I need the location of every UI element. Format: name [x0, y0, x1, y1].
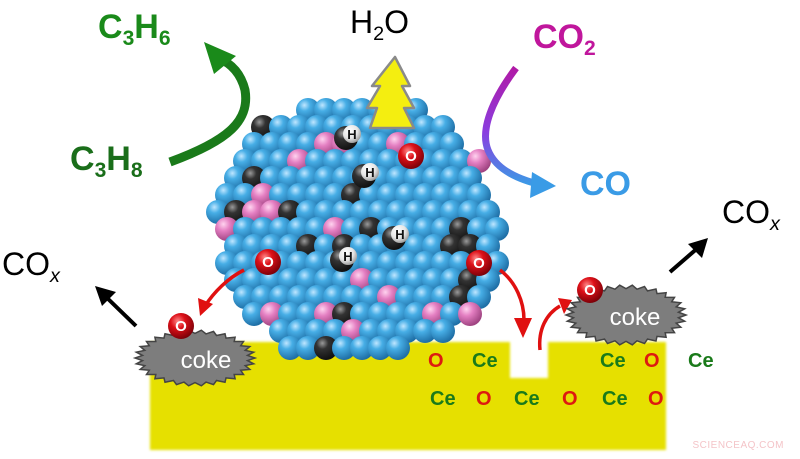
lattice-cerium: Ce [514, 388, 540, 410]
green-arrow-icon [168, 42, 251, 167]
lattice-row-2: Ce O Ce O Ce O [430, 388, 688, 411]
lattice-row-1: O Ce Ce O Ce [428, 350, 732, 373]
oxygen-atom: O [262, 254, 274, 271]
red-arrow-left-icon [198, 268, 245, 316]
label-c3h8: C3H8 [70, 140, 143, 183]
lattice-cerium: Ce [430, 388, 456, 410]
metal-nanoparticle: H H H H O O O [206, 98, 509, 360]
oxygen-atom: O [473, 255, 485, 272]
label-co: CO [580, 165, 631, 203]
label-h2o: H2O [350, 4, 410, 45]
purple-arrow-icon [482, 65, 556, 198]
watermark: SCIENCEAQ.COM [692, 440, 784, 451]
lattice-cerium: Ce [472, 350, 498, 372]
lattice-cerium: Ce [602, 388, 628, 410]
lattice-oxygen: O [476, 388, 492, 410]
lattice-oxygen: O [644, 350, 660, 372]
oxygen-atom-coke-left: O [168, 313, 194, 339]
label-cox-right: COx [722, 194, 780, 235]
oxygen-atom-coke-right: O [577, 277, 603, 303]
lattice-cerium: Ce [600, 350, 626, 372]
hydrogen-atom: H [365, 165, 374, 180]
coke-left-label: coke [181, 347, 232, 374]
yellow-arrow-icon [365, 55, 416, 130]
ceria-substrate [150, 342, 666, 450]
red-arrow-down-icon [498, 268, 532, 338]
black-arrow-right-icon [668, 238, 708, 274]
coke-right-label: coke [610, 304, 661, 331]
hydrogen-atom: H [347, 127, 356, 142]
svg-text:O: O [584, 282, 596, 299]
svg-text:O: O [175, 318, 187, 335]
black-arrow-left-icon [95, 286, 138, 328]
hydrogen-atom: H [395, 227, 404, 242]
label-c3h6: C3H6 [98, 8, 171, 51]
lattice-oxygen: O [648, 388, 664, 410]
lattice-cerium: Ce [688, 350, 714, 372]
hydrogen-atom: H [343, 249, 352, 264]
lattice-oxygen: O [562, 388, 578, 410]
label-co2: CO2 [533, 18, 596, 61]
coke-left [132, 329, 258, 387]
oxygen-atom: O [405, 148, 417, 165]
red-arrow-up-icon [537, 298, 572, 351]
lattice-oxygen: O [428, 350, 444, 372]
label-cox-left: COx [2, 246, 60, 287]
